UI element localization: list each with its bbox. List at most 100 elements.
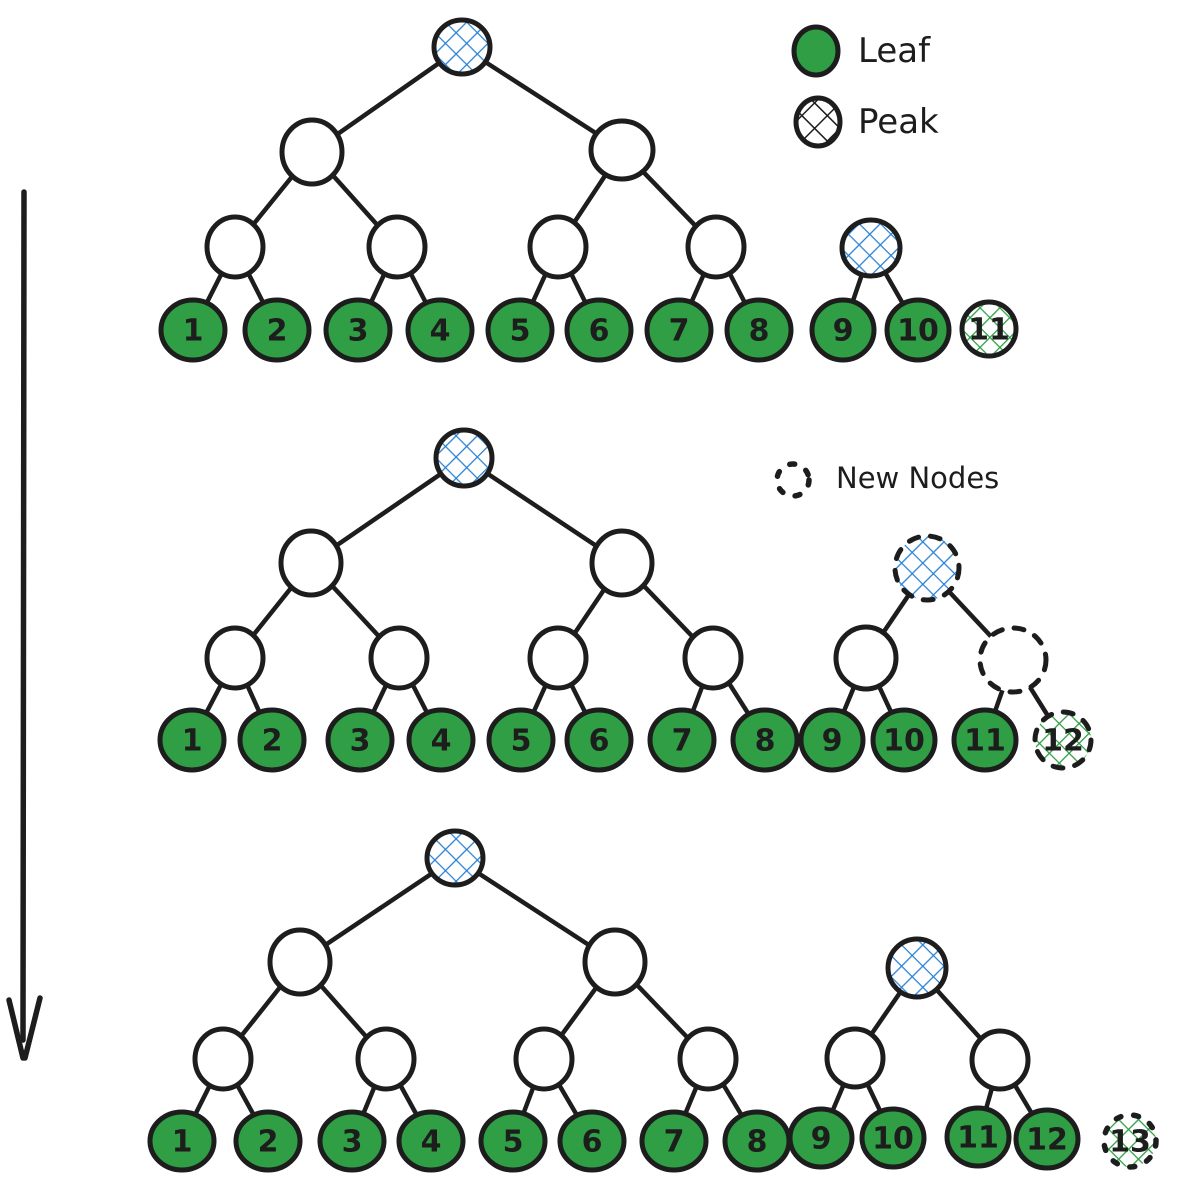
internal-node xyxy=(192,1026,254,1092)
leaf-node: 5 xyxy=(478,1109,548,1173)
leaf-circle xyxy=(730,707,800,773)
leaf-node: 10 xyxy=(884,297,952,363)
internal-node xyxy=(279,117,345,187)
leaf-node: 10 xyxy=(870,707,938,773)
leaf-circle xyxy=(798,707,866,773)
leaf-circle xyxy=(486,707,556,773)
progression-arrow xyxy=(6,189,43,1061)
leaf-label: 3 xyxy=(350,724,371,759)
leaf-node: 6 xyxy=(564,297,634,363)
tree-edges xyxy=(189,455,1066,743)
legend: Leaf Peak New Nodes xyxy=(774,24,999,499)
peak-hatch xyxy=(839,217,903,279)
internal-node xyxy=(677,1026,739,1092)
legend-leaf-item: Leaf xyxy=(791,24,931,78)
new-leaf-hatch xyxy=(1032,709,1094,771)
arrow-shaft xyxy=(20,189,27,1043)
leaf-label: 4 xyxy=(430,314,451,349)
leaf-label: 10 xyxy=(872,1122,914,1157)
leaf-node: 3 xyxy=(323,297,393,363)
peak-node xyxy=(433,427,495,489)
legend-new-nodes-label: New Nodes xyxy=(836,461,999,495)
internal-node xyxy=(368,625,430,691)
leaf-circle xyxy=(951,707,1019,773)
internal-node xyxy=(204,214,266,280)
internal-node xyxy=(682,625,744,691)
internal-node xyxy=(527,625,589,691)
leaf-label: 2 xyxy=(262,724,283,759)
leaf-node: 9 xyxy=(798,707,866,773)
leaf-node: 9 xyxy=(809,297,877,363)
leaf-node: 12 xyxy=(1013,1107,1081,1171)
leaf-node: 4 xyxy=(405,297,475,363)
internal-node xyxy=(589,528,655,598)
internal-node xyxy=(588,118,656,182)
leaf-label: 2 xyxy=(258,1125,279,1160)
internal-node xyxy=(685,214,747,280)
leaf-circle xyxy=(859,1106,927,1170)
internal-node xyxy=(833,624,899,692)
legend-new-nodes-item: New Nodes xyxy=(774,461,999,499)
peak-swatch-icon xyxy=(793,95,843,149)
leaf-node: 3 xyxy=(325,707,395,773)
leaf-circle xyxy=(564,297,634,363)
leaf-circle xyxy=(237,707,307,773)
leaf-label: 12 xyxy=(1042,724,1084,759)
leaf-circle xyxy=(647,707,717,773)
leaf-label: 12 xyxy=(1026,1123,1068,1158)
leaf-label: 11 xyxy=(968,313,1010,348)
leaf-circle xyxy=(478,1109,548,1173)
leaf-label: 6 xyxy=(582,1125,603,1160)
leaf-node: 1 xyxy=(147,1109,217,1173)
leaf-label: 13 xyxy=(1109,1125,1151,1160)
leaf-node: 7 xyxy=(644,297,714,363)
internal-node xyxy=(278,528,344,598)
tree-step-2: 1 2 3 4 5 6 7 8 9 10 11 12 xyxy=(157,427,1094,773)
internal-node xyxy=(969,1028,1031,1092)
internal-node xyxy=(513,1026,575,1092)
tree-step-1: 1 2 3 4 5 6 7 8 9 10 11 xyxy=(158,17,1019,363)
leaf-circle xyxy=(557,1109,627,1173)
new-leaf-peak-node: 13 xyxy=(1101,1112,1159,1170)
leaf-node: 6 xyxy=(557,1109,627,1173)
leaf-label: 10 xyxy=(897,314,939,349)
leaf-node: 7 xyxy=(647,707,717,773)
leaf-peak-node: 11 xyxy=(959,299,1019,359)
leaf-circle xyxy=(406,707,476,773)
leaf-swatch-icon xyxy=(791,24,841,78)
leaf-label: 7 xyxy=(672,724,693,759)
new-peak-node xyxy=(892,533,962,603)
leaf-node: 5 xyxy=(485,297,555,363)
leaf-label: 5 xyxy=(511,724,532,759)
leaf-node: 1 xyxy=(158,297,228,363)
leaf-circle xyxy=(242,297,312,363)
leaf-circle xyxy=(870,707,938,773)
leaf-circle xyxy=(325,707,395,773)
leaf-node: 3 xyxy=(317,1109,387,1173)
leaf-node: 10 xyxy=(859,1106,927,1170)
leaf-label: 8 xyxy=(747,1125,768,1160)
internal-node xyxy=(204,625,266,691)
peak-node xyxy=(431,17,493,77)
leaf-label: 9 xyxy=(833,314,854,349)
leaf-label: 3 xyxy=(348,314,369,349)
tree-edges xyxy=(190,44,921,333)
leaf-node: 11 xyxy=(951,707,1019,773)
leaf-label: 5 xyxy=(503,1125,524,1160)
leaf-label: 5 xyxy=(510,314,531,349)
leaf-node: 4 xyxy=(406,707,476,773)
leaf-circle xyxy=(405,297,475,363)
new-leaf-peak-node: 12 xyxy=(1032,709,1094,771)
peak-node xyxy=(885,936,949,1000)
leaf-circle xyxy=(317,1109,387,1173)
leaf-node: 2 xyxy=(242,297,312,363)
internal-node xyxy=(355,1026,417,1092)
leaf-node: 9 xyxy=(787,1106,855,1170)
leaf-circle xyxy=(787,1106,855,1170)
new-internal-node xyxy=(977,625,1049,695)
leaf-label: 1 xyxy=(183,314,204,349)
leaf-node: 2 xyxy=(233,1109,303,1173)
internal-node xyxy=(824,1026,886,1090)
legend-peak-item: Peak xyxy=(793,95,939,149)
